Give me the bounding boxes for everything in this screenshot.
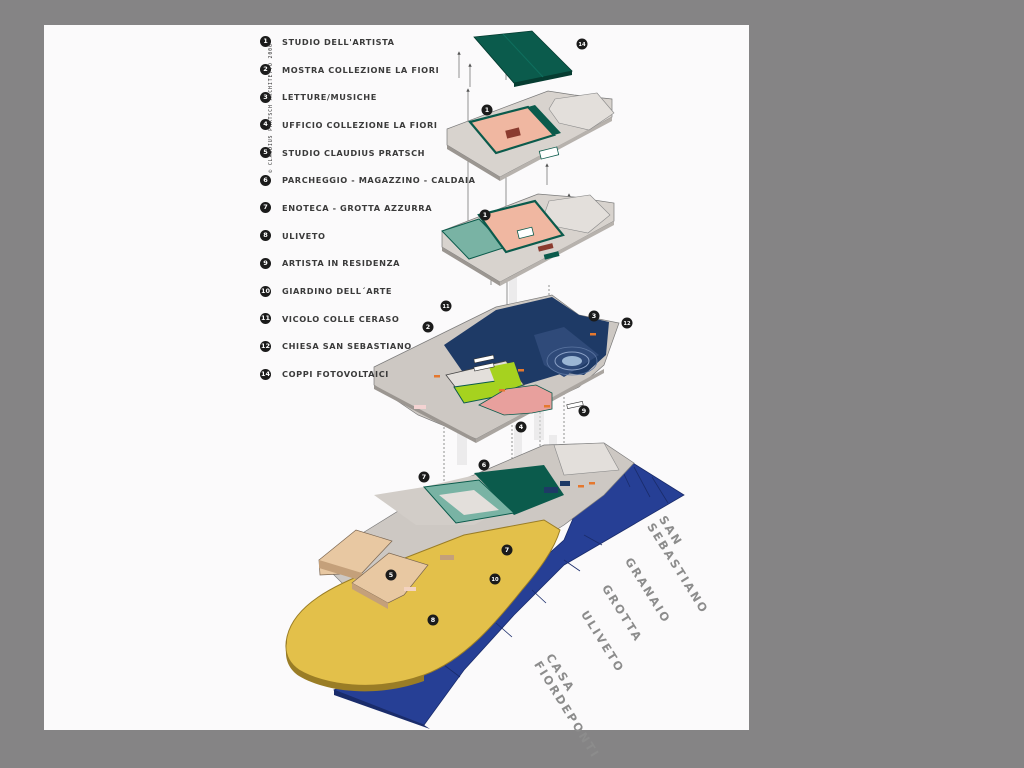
marker-3: 3: [588, 310, 600, 322]
svg-text:4: 4: [519, 423, 524, 431]
marker-2: 2: [422, 321, 434, 333]
svg-text:7: 7: [422, 473, 426, 481]
marker-4: 4: [515, 421, 527, 433]
marker-11: 11: [440, 300, 452, 312]
svg-text:14: 14: [578, 42, 586, 48]
marker-14: 14: [576, 38, 588, 50]
svg-text:1: 1: [485, 106, 489, 114]
ground-floor-plate: [373, 294, 620, 443]
svg-text:6: 6: [482, 461, 487, 469]
svg-text:9: 9: [582, 407, 587, 415]
marker-12: 12: [621, 317, 633, 329]
svg-text:1: 1: [483, 211, 487, 219]
marker-7: 7: [418, 471, 430, 483]
marker-9: 9: [578, 405, 590, 417]
roof-photovoltaic-layer: [473, 30, 573, 87]
marker-1: 1: [481, 104, 493, 116]
marker-5: 5: [385, 569, 397, 581]
svg-text:7: 7: [505, 546, 509, 554]
upper-floor-plate: [446, 90, 615, 181]
svg-text:8: 8: [431, 616, 436, 624]
svg-text:2: 2: [426, 323, 430, 331]
svg-text:11: 11: [442, 304, 450, 310]
copyright-credit: © CLAUDIUS PRATSCH ARCHITETTO 2006: [268, 43, 274, 173]
marker-1: 1: [479, 209, 491, 221]
svg-text:10: 10: [491, 577, 499, 583]
marker-10: 10: [489, 573, 501, 585]
svg-text:3: 3: [592, 312, 596, 320]
middle-floor-plate: [441, 193, 615, 286]
svg-text:12: 12: [623, 321, 631, 327]
base-level-plate: [285, 442, 685, 729]
marker-7: 7: [501, 544, 513, 556]
marker-6: 6: [478, 459, 490, 471]
marker-8: 8: [427, 614, 439, 626]
svg-text:5: 5: [389, 571, 393, 579]
